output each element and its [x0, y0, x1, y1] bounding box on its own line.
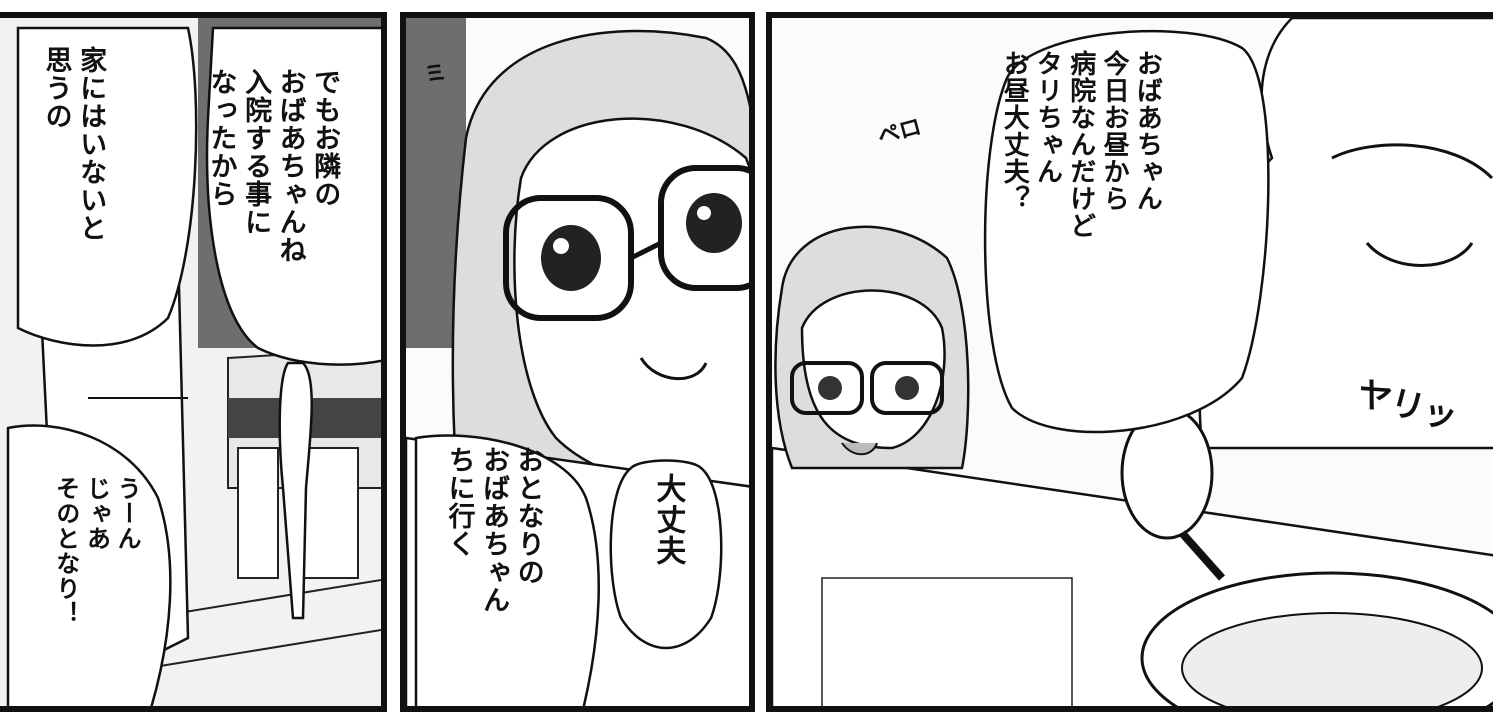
manga-panel-2: ミ 大丈夫 おとなりの おばあちゃん ちに行く: [400, 12, 755, 712]
manga-panel-3: おばあちゃん 今日お昼から 病院なんだけど タリちゃん お昼大丈夫？ ヤリッ ペ…: [766, 12, 1493, 712]
manga-panel-1: でもお隣の おばあちゃんね 入院する事に なったから 家にはいないと 思うの う…: [0, 12, 387, 712]
speech-text-2: 家にはいないと 思うの: [38, 46, 107, 326]
speech-text-1: でもお隣の おばあちゃんね 入院する事に なったから: [203, 68, 341, 328]
speech-text-3: うーん じゃあ そのとなり！: [50, 476, 142, 706]
speech-text-4: 大丈夫: [648, 473, 686, 623]
speech-text-6: おばあちゃん 今日お昼から 病院なんだけど タリちゃん お昼大丈夫？: [997, 50, 1163, 410]
speech-text-5: おとなりの おばあちゃん ちに行く: [441, 446, 545, 706]
